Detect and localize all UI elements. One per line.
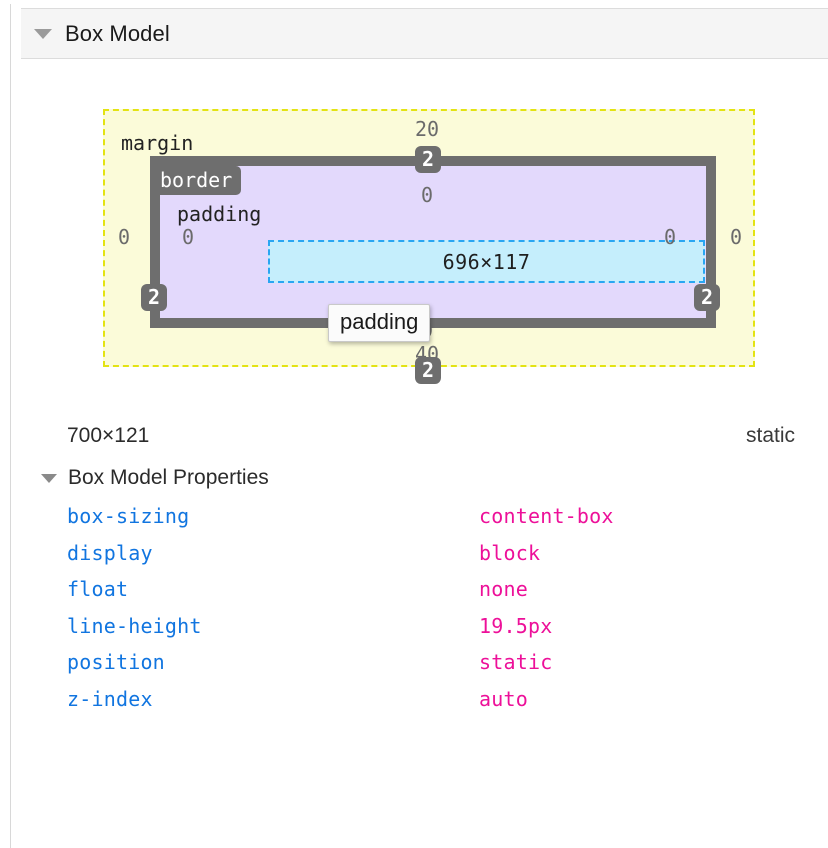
property-name[interactable]: line-height: [67, 613, 202, 638]
margin-left-value[interactable]: 0: [117, 225, 131, 249]
property-name[interactable]: float: [67, 577, 129, 601]
border-left-value[interactable]: 2: [141, 284, 168, 311]
border-top-value[interactable]: 2: [415, 146, 442, 173]
margin-region-label: margin: [121, 131, 194, 155]
triangle-down-icon[interactable]: [41, 473, 57, 483]
box-model-properties-table: box-sizing content-box display block flo…: [11, 504, 828, 723]
box-model-summary: 700×121 static: [11, 424, 828, 460]
property-name[interactable]: display: [67, 540, 153, 565]
margin-right-value[interactable]: 0: [729, 225, 743, 249]
padding-region-label: padding: [177, 202, 262, 226]
triangle-down-icon[interactable]: [34, 28, 52, 39]
box-model-section-header[interactable]: Box Model: [21, 8, 828, 59]
padding-top-value[interactable]: 0: [420, 183, 434, 207]
property-value[interactable]: content-box: [479, 504, 614, 528]
content-region[interactable]: 696×117: [268, 240, 705, 283]
border-bottom-value[interactable]: 2: [415, 357, 442, 384]
box-model-properties-title: Box Model Properties: [68, 466, 269, 489]
table-row[interactable]: display block: [11, 541, 828, 578]
property-value[interactable]: block: [479, 540, 541, 565]
border-right-value[interactable]: 2: [694, 284, 721, 311]
table-row[interactable]: position static: [11, 650, 828, 687]
box-model-properties-header[interactable]: Box Model Properties: [11, 466, 269, 490]
property-name[interactable]: position: [67, 650, 165, 674]
padding-right-value[interactable]: 0: [663, 225, 677, 249]
property-name[interactable]: z-index: [67, 686, 153, 711]
position-mode-label: static: [745, 424, 795, 447]
region-tooltip: padding: [328, 304, 431, 342]
border-region[interactable]: 696×117: [150, 156, 716, 328]
padding-left-value[interactable]: 0: [181, 225, 195, 249]
property-value[interactable]: auto: [479, 686, 528, 711]
box-model-panel: Box Model 696×117 margin border padding …: [10, 4, 828, 848]
property-value[interactable]: static: [479, 650, 553, 674]
property-name[interactable]: box-sizing: [67, 504, 190, 528]
content-dimensions-label: 696×117: [442, 249, 531, 274]
property-value[interactable]: 19.5px: [479, 613, 553, 638]
table-row[interactable]: line-height 19.5px: [11, 614, 828, 651]
table-row[interactable]: float none: [11, 577, 828, 614]
table-row[interactable]: box-sizing content-box: [11, 504, 828, 541]
box-model-diagram: 696×117 margin border padding 20 40 0 0 …: [11, 59, 828, 404]
element-size-label: 700×121: [67, 424, 150, 447]
table-row[interactable]: z-index auto: [11, 687, 828, 724]
property-value[interactable]: none: [479, 577, 528, 601]
border-region-label: border: [153, 166, 242, 195]
page-title: Box Model: [65, 20, 170, 46]
margin-top-value[interactable]: 20: [414, 117, 440, 141]
